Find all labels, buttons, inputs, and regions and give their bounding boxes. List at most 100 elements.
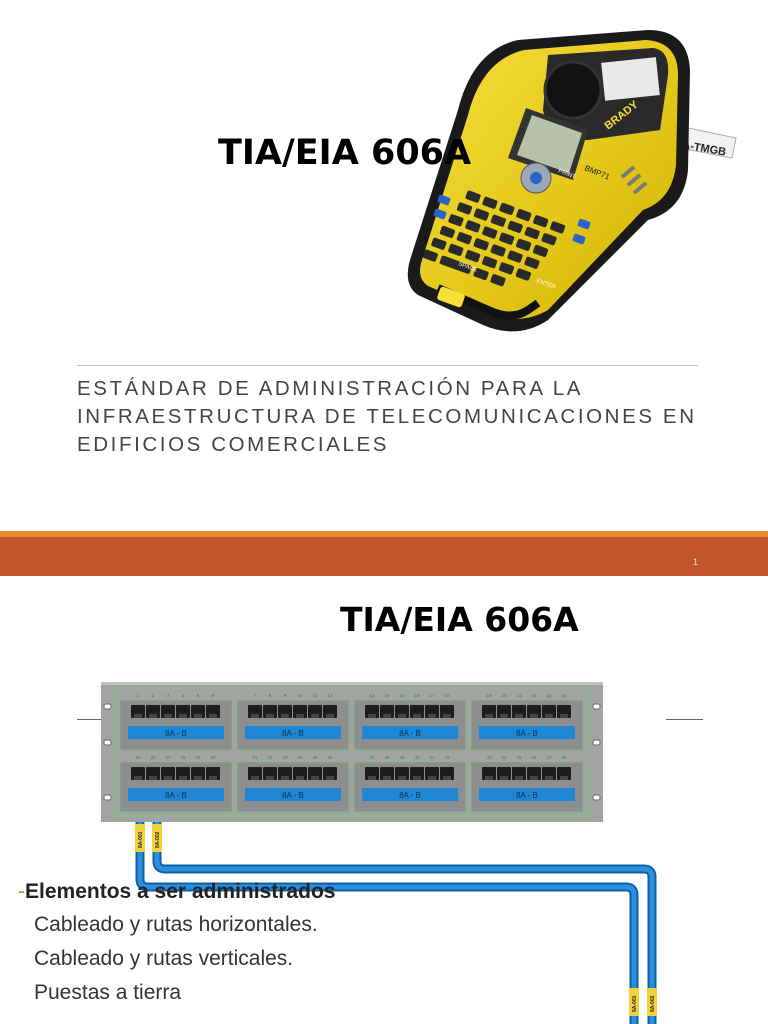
- port-group-label-strip: [362, 726, 458, 739]
- slide-title: TIA/EIA 606A: [340, 600, 579, 639]
- port-number: 13: [369, 693, 375, 698]
- port-number: 12: [327, 693, 333, 698]
- port-number: 31: [252, 755, 258, 760]
- port-number: 27: [165, 755, 171, 760]
- port-group-label: 8A - B: [516, 791, 538, 800]
- rj45-port-latch: [251, 776, 259, 780]
- rj45-port-latch: [428, 776, 436, 780]
- rj45-port-latch: [413, 714, 421, 718]
- rj45-port-latch: [296, 776, 304, 780]
- port-number: 25: [135, 755, 141, 760]
- port-number: 11: [313, 693, 318, 698]
- port-number: 23: [546, 693, 552, 698]
- cable-label: 8A-002: [650, 995, 656, 1012]
- port-number: 41: [429, 755, 435, 760]
- port-number: 38: [384, 755, 390, 760]
- port-group-label: 8A - B: [399, 729, 421, 738]
- bullet-dash: -: [18, 880, 25, 903]
- rj45-port-latch: [251, 714, 259, 718]
- rj45-port-latch: [194, 776, 202, 780]
- port-number: 8: [269, 693, 272, 698]
- port-number: 36: [327, 755, 333, 760]
- rj45-port-latch: [134, 714, 142, 718]
- rj45-port-latch: [368, 714, 376, 718]
- port-number: 10: [297, 693, 303, 698]
- port-group-label: 8A - B: [399, 791, 421, 800]
- rj45-port-latch: [149, 714, 157, 718]
- rj45-port-latch: [326, 776, 334, 780]
- bullet-item: Cableado y rutas horizontales.: [34, 913, 318, 936]
- slide-1: A-TMGB BRADY BMP71: [0, 30, 768, 576]
- port-number: 30: [210, 755, 216, 760]
- port-number: 26: [150, 755, 156, 760]
- port-group-label-strip: [128, 726, 224, 739]
- port-number: 18: [444, 693, 450, 698]
- port-number: 40: [414, 755, 420, 760]
- port-number: 34: [297, 755, 303, 760]
- port-number: 42: [444, 755, 450, 760]
- port-number: 2: [152, 693, 155, 698]
- port-number: 48: [561, 755, 567, 760]
- rj45-port-latch: [545, 714, 553, 718]
- port-number: 7: [254, 693, 257, 698]
- rj45-port-latch: [560, 714, 568, 718]
- bullet-item: Puestas a tierra: [34, 981, 182, 1004]
- cassette-spool: [543, 60, 603, 120]
- rj45-port-latch: [164, 714, 172, 718]
- subtitle-line: Estándar de administración para la: [77, 377, 584, 400]
- rj45-port-latch: [209, 776, 217, 780]
- rj45-port-latch: [179, 776, 187, 780]
- port-number: 37: [369, 755, 375, 760]
- rj45-port-latch: [545, 776, 553, 780]
- cable-label: 8A-001: [138, 831, 144, 848]
- bullet-heading: -Elementos a ser administrados: [18, 876, 578, 908]
- subtitle-line: infraestructura de telecomunicaciones en: [77, 405, 697, 428]
- port-number: 20: [501, 693, 507, 698]
- rj45-port-latch: [500, 776, 508, 780]
- port-number: 45: [516, 755, 522, 760]
- rj45-port-latch: [443, 776, 451, 780]
- rj45-port-latch: [164, 776, 172, 780]
- port-number: 33: [282, 755, 288, 760]
- mounting-holes: [103, 703, 601, 801]
- port-number: 5: [197, 693, 200, 698]
- port-number: 9: [284, 693, 287, 698]
- rj45-port-latch: [368, 776, 376, 780]
- rj45-port-latch: [383, 776, 391, 780]
- slide-2: TIA/EIA 606A 8A-001 8A-002 8A-001 8A-002…: [0, 576, 768, 1024]
- rj45-port-latch: [398, 776, 406, 780]
- port-group-label: 8A - B: [282, 729, 304, 738]
- port-number: 17: [429, 693, 435, 698]
- port-number: 1: [137, 693, 140, 698]
- rj45-port-latch: [383, 714, 391, 718]
- rj45-port-latch: [500, 714, 508, 718]
- lcd-screen: [508, 108, 588, 180]
- title-divider-left: [77, 719, 101, 720]
- rj45-port-latch: [311, 776, 319, 780]
- port-number: 35: [312, 755, 318, 760]
- port-number: 16: [414, 693, 420, 698]
- label-printer-image: A-TMGB BRADY BMP71: [407, 30, 737, 332]
- port-group-label-strip: [479, 726, 575, 739]
- port-group-label: 8A - B: [282, 791, 304, 800]
- rj45-port-latch: [398, 714, 406, 718]
- rj45-port-latch: [515, 776, 523, 780]
- slide-title: TIA/EIA 606A: [218, 133, 472, 173]
- port-number: 29: [195, 755, 201, 760]
- rj45-port-latch: [326, 714, 334, 718]
- keypad: [422, 190, 591, 287]
- rj45-port-latch: [413, 776, 421, 780]
- page-number: 1: [692, 557, 698, 567]
- port-group-label: 8A - B: [165, 791, 187, 800]
- port-number: 4: [182, 693, 185, 698]
- port-number: 43: [486, 755, 492, 760]
- port-number: 6: [212, 693, 215, 698]
- port-number: 19: [486, 693, 492, 698]
- port-group-label-strip: [245, 788, 341, 801]
- title-divider-right: [666, 719, 703, 720]
- rj45-port-latch: [209, 714, 217, 718]
- subtitle-line: edificios comerciales: [77, 433, 390, 456]
- port-number: 44: [501, 755, 507, 760]
- rj45-port-latch: [428, 714, 436, 718]
